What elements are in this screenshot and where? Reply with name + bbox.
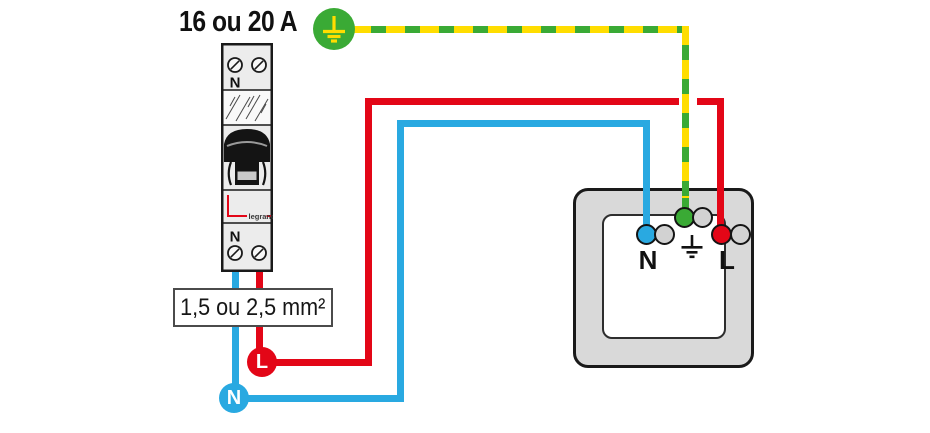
breaker-toggle-lever (224, 129, 270, 186)
neutral-badge: N (219, 383, 249, 413)
earth-ground-icon (313, 8, 355, 50)
neutral-wire-right-vertical (643, 120, 650, 232)
live-wire-left-vertical (365, 98, 372, 366)
breaker-rating-label: 16 ou 20 A (179, 6, 298, 38)
screw-terminal-icon (227, 245, 243, 261)
socket-live-label: L (719, 245, 735, 275)
earth-ground-icon (681, 235, 703, 259)
socket-earth-screw (692, 207, 713, 228)
live-badge: L (247, 347, 277, 377)
screw-terminal-icon (227, 57, 243, 73)
screw-terminal-icon (251, 245, 267, 261)
cable-size-text: 1,5 ou 2,5 mm² (180, 293, 326, 321)
screw-terminal-icon (251, 57, 267, 73)
cable-size-label: 1,5 ou 2,5 mm² (173, 288, 333, 327)
neutral-wire-left-vertical (397, 120, 404, 402)
hatch-pattern (225, 94, 269, 122)
neutral-wire-top-horizontal (397, 120, 650, 127)
neutral-wire-bottom-horizontal (233, 395, 404, 402)
live-wire-right-vertical (717, 98, 724, 231)
socket-neutral-screw (654, 224, 675, 245)
breaker-top-terminal-label: N (230, 75, 241, 92)
socket-live-screw (730, 224, 751, 245)
circuit-breaker: N legrand N (221, 43, 273, 272)
live-wire-bottom-horizontal (262, 359, 372, 366)
brand-mark: legrand (227, 195, 274, 221)
breaker-bottom-terminal-label: N (230, 229, 241, 246)
ground-symbol (323, 16, 345, 43)
live-wire-top-horizontal (365, 98, 679, 105)
earth-wire-horizontal (352, 26, 689, 33)
neutral-wire-breaker-drop (232, 268, 239, 398)
earth-wire-vertical (682, 26, 689, 222)
socket-live-terminal (711, 224, 732, 245)
live-wire-top-horizontal-after-crossing (697, 98, 724, 105)
brand-label: legrand (249, 212, 274, 221)
socket-neutral-label: N (638, 245, 658, 275)
